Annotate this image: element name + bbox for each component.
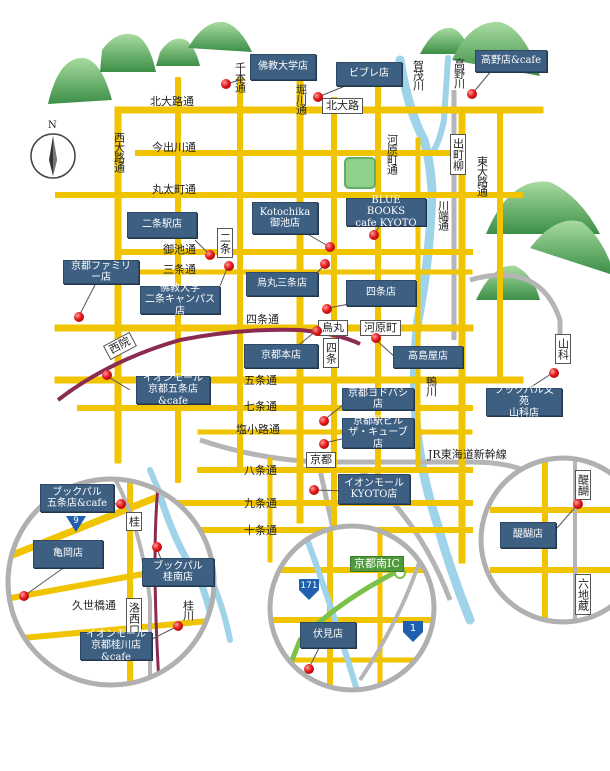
road-label-kujo: 九条通 [244, 497, 277, 510]
pin-daigo[interactable] [573, 499, 583, 509]
ic-label-kyoto-minami: 京都南IC [350, 556, 404, 573]
inset-circle-south [267, 523, 437, 693]
store-family[interactable]: 京都ファミリー店 [63, 260, 139, 284]
store-takashimaya[interactable]: 高島屋店 [393, 346, 463, 368]
station-shijo[interactable]: 四条 [323, 338, 339, 368]
store-kyoto-honten[interactable]: 京都本店 [244, 344, 318, 368]
road-label-kuzebashi: 久世橋通 [72, 599, 116, 612]
road-label-shiokoji: 塩小路通 [236, 423, 280, 436]
road-label-jujo: 十条通 [244, 524, 277, 537]
station-nijo[interactable]: 二条 [217, 228, 233, 258]
pin-yodobashi[interactable] [319, 416, 329, 426]
store-porta[interactable]: 京都駅ビル ザ・キューブ店 [342, 416, 414, 450]
road-label-imadegawa: 今出川通 [152, 141, 196, 154]
store-yodobashi[interactable]: 京都ヨドバシ店 [342, 388, 414, 410]
store-bukkyo-nijo[interactable]: 佛教大学 二条キャンパス店 [140, 283, 220, 317]
road-label-higashioji: 東大路通 [475, 156, 489, 196]
store-nijoeki[interactable]: 二条駅店 [127, 212, 197, 238]
store-fushimi[interactable]: 伏見店 [300, 622, 356, 648]
route-9-label: 9 [73, 516, 79, 526]
pin-aeon-kyoto[interactable] [309, 485, 319, 495]
compass-north-label: N [48, 120, 57, 131]
route-171-icon [299, 579, 319, 600]
road-label-sanjo: 三条通 [163, 263, 196, 276]
pin-karasuma-sanjo[interactable] [320, 259, 330, 269]
pin-kotochika[interactable] [325, 242, 335, 252]
pin-bookpal-gojo[interactable] [116, 499, 126, 509]
road-label-kitaoji: 北大路通 [150, 95, 194, 108]
route-1-icon [403, 621, 423, 642]
pin-aeon-katsuragawa[interactable] [173, 621, 183, 631]
station-kawaramachi[interactable]: 河原町 [360, 320, 401, 337]
pin-bukkyo-nijo[interactable] [224, 261, 234, 271]
pin-porta[interactable] [319, 439, 329, 449]
route-1-label: 1 [409, 623, 417, 634]
pin-yamashina[interactable] [549, 368, 559, 378]
station-rokujizo[interactable]: 六地蔵 [575, 574, 591, 615]
station-karasuma[interactable]: 烏丸 [318, 320, 348, 337]
river-label-kamogawa-upper: 賀茂川 [411, 60, 425, 90]
compass-icon [30, 133, 76, 179]
road-label-senbon: 千本通 [233, 62, 247, 92]
river-label-kamogawa: 鴨川 [424, 376, 438, 396]
store-yamashina[interactable]: ブックパル文苑 山科店 [486, 385, 562, 419]
station-daigo[interactable]: 醍醐 [575, 470, 591, 500]
road-label-shichijo: 七条通 [244, 400, 277, 413]
store-bookpal-gojo[interactable]: ブックパル 五条店&cafe [40, 484, 114, 512]
store-kameoka[interactable]: 亀岡店 [33, 540, 103, 568]
store-bluebooks[interactable]: BLUE BOOKS cafe KYOTO [346, 195, 426, 229]
pin-fushimi[interactable] [304, 664, 314, 674]
store-aeon-gojo[interactable]: イオンモール 京都五条店&cafe [136, 373, 210, 407]
store-takano[interactable]: 高野店&cafe [475, 50, 547, 72]
station-katsura[interactable]: 桂 [126, 512, 142, 531]
route-171-label: 171 [300, 581, 318, 591]
station-kyoto[interactable]: 京都 [306, 452, 336, 469]
pin-kameoka[interactable] [19, 591, 29, 601]
pin-family[interactable] [74, 312, 84, 322]
station-kitaoji[interactable]: 北大路 [322, 98, 363, 115]
river-label-takano: 高野川 [452, 58, 466, 88]
road-label-shijo: 四条通 [246, 313, 279, 326]
store-kotochika[interactable]: Kotochika 御池店 [252, 202, 318, 234]
pin-nijoeki[interactable] [205, 250, 215, 260]
road-label-oike: 御池通 [163, 243, 196, 256]
pin-shijo[interactable] [322, 304, 332, 314]
shinkansen-label: JR東海道新幹線 [428, 448, 507, 461]
river-label-katsura: 桂川 [181, 600, 195, 620]
store-karasuma-sanjo[interactable]: 烏丸三条店 [246, 272, 318, 296]
road-label-marutamachi: 丸太町通 [152, 183, 196, 196]
pin-bluebooks[interactable] [369, 230, 379, 240]
store-bookpal-katsura[interactable]: ブックパル 桂南店 [142, 558, 214, 586]
store-daigo[interactable]: 醍醐店 [500, 522, 556, 548]
station-demachiyanagi[interactable]: 出町柳 [450, 134, 466, 175]
road-label-hachijo: 八条通 [244, 464, 277, 477]
pin-bukkyo-univ[interactable] [221, 79, 231, 89]
pin-kyoto-honten[interactable] [312, 326, 322, 336]
pin-bibre[interactable] [313, 92, 323, 102]
road-label-nishioji: 西大路通 [112, 132, 126, 172]
store-aeon-katsuragawa[interactable]: イオンモール 京都桂川店&cafe [80, 629, 152, 663]
road-label-kawaramachi: 河原町通 [385, 134, 399, 174]
pin-bookpal-katsura[interactable] [152, 542, 162, 552]
store-bukkyo-univ[interactable]: 佛教大学店 [250, 54, 316, 80]
road-label-gojo: 五条通 [244, 374, 277, 387]
road-label-horikawa: 堀川通 [294, 84, 308, 114]
store-aeon-kyoto[interactable]: イオンモール KYOTO店 [338, 474, 410, 504]
station-yamashina[interactable]: 山科 [555, 334, 571, 364]
road-label-kawabata: 川端通 [436, 200, 450, 230]
pin-aeon-gojo[interactable] [102, 370, 112, 380]
store-bibre[interactable]: ビブレ店 [336, 62, 402, 86]
pin-takashimaya[interactable] [371, 333, 381, 343]
store-shijo[interactable]: 四条店 [346, 280, 416, 306]
imperial-park [344, 157, 376, 189]
pin-takano[interactable] [467, 89, 477, 99]
